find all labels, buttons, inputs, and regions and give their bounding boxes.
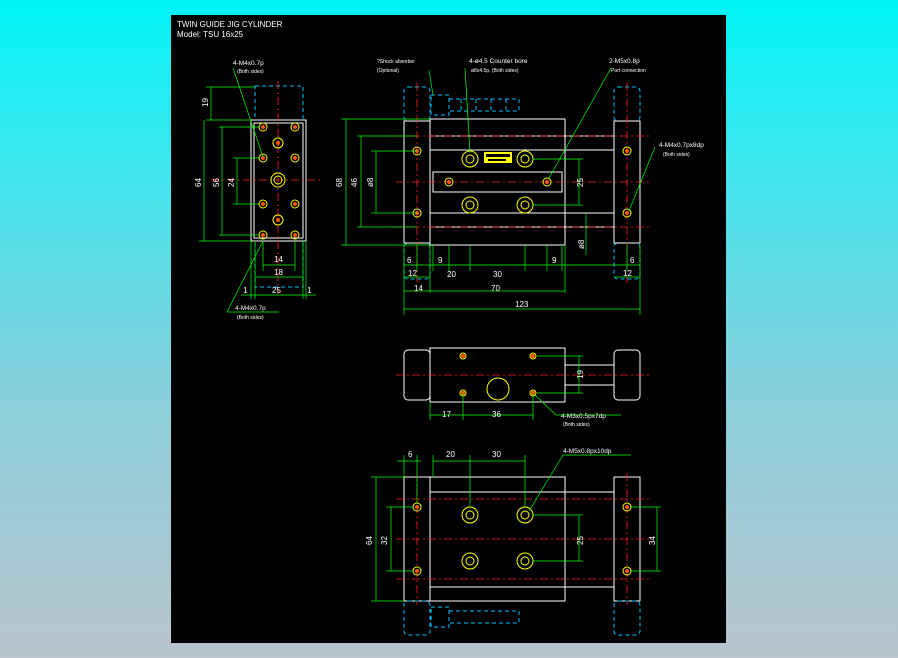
side-top-note: 4-M4x0.7p (233, 60, 264, 67)
front-note-counterbore-sub: ø8x4.5p, (Both sides) (471, 68, 519, 74)
front-dim-9b: 9 (552, 256, 557, 265)
front-dim-8dia-2: ø8 (577, 239, 586, 249)
front-dim-68: 68 (335, 178, 344, 187)
front-dim-70: 70 (491, 284, 500, 293)
side-view-hidden-top (254, 85, 304, 121)
side-bottom-note-sub: (Both sides) (237, 315, 264, 321)
side-bottom-note: 4-M4x0.7p (235, 305, 266, 312)
bottom-dim-6: 6 (408, 450, 413, 459)
bottom-dim-30: 30 (492, 450, 501, 459)
front-note-counterbore: 4-ø4.5 Counter bore (469, 58, 528, 65)
side-dim-56: 56 (212, 178, 221, 187)
side-view-inner (253, 122, 304, 239)
cad-drawing: TWIN GUIDE JIG CYLINDER Model: TSU 16x25 (177, 20, 704, 636)
side-view: 4-M4x0.7p (Both sides) 19 64 56 24 14 18… (194, 60, 321, 321)
front-dim-12b: 12 (623, 269, 632, 278)
top-view: 19 17 36 4-M3x0.5px7dp (Both sides) (396, 347, 649, 428)
top-dim-19: 19 (576, 370, 585, 379)
drawing-sheet: TWIN GUIDE JIG CYLINDER Model: TSU 16x25 (171, 15, 726, 643)
front-dim-12a: 12 (408, 269, 417, 278)
top-dim-17: 17 (442, 410, 451, 419)
front-dim-6b: 6 (630, 256, 635, 265)
top-note: 4-M3x0.5px7dp (561, 413, 606, 420)
front-note-shock-sub: (Optional) (377, 68, 399, 74)
bottom-dim-25: 25 (576, 536, 585, 545)
side-view-body (250, 119, 307, 242)
side-view-hidden-bottom (254, 240, 304, 288)
drawing-title: TWIN GUIDE JIG CYLINDER (177, 20, 283, 29)
front-dim-9a: 9 (438, 256, 443, 265)
bottom-note: 4-M5x0.8px10dp (563, 448, 612, 455)
bottom-dim-32: 32 (380, 536, 389, 545)
front-dim-14: 14 (414, 284, 423, 293)
side-dim-18: 18 (274, 268, 283, 277)
front-note-shock: ?Shock absorber (377, 59, 415, 65)
bottom-view: 6 20 30 64 32 25 34 4-M5x0.8px10dp (365, 448, 661, 636)
side-dim-14: 14 (274, 255, 283, 264)
front-dim-30: 30 (493, 270, 502, 279)
front-note-port-sub: Port connection (611, 68, 646, 74)
bottom-dim-64: 64 (365, 536, 374, 545)
front-dim-123: 123 (515, 300, 529, 309)
side-dim-25: 25 (272, 286, 281, 295)
bottom-dim-34: 34 (648, 536, 657, 545)
front-view: ?Shock absorber (Optional) 4-ø4.5 Counte… (335, 58, 704, 315)
side-dim-64: 64 (194, 178, 203, 187)
front-note-port: 2-M5x0.8p (609, 58, 640, 65)
front-note-side-sub: (Both sides) (663, 152, 690, 158)
front-note-side: 4-M4x0.7px8dp (659, 142, 704, 149)
bottom-dim-20: 20 (446, 450, 455, 459)
front-dim-8dia: ø8 (366, 177, 375, 187)
side-dim-19: 19 (201, 98, 210, 107)
front-dim-6a: 6 (407, 256, 412, 265)
front-dim-20: 20 (447, 270, 456, 279)
front-dim-25: 25 (576, 178, 585, 187)
drawing-model: Model: TSU 16x25 (177, 30, 244, 39)
nameplate (484, 152, 512, 163)
side-dim-1a: 1 (243, 286, 248, 295)
front-dim-46: 46 (350, 178, 359, 187)
side-dim-1b: 1 (307, 286, 312, 295)
side-top-note-sub: (Both sides) (237, 69, 264, 75)
top-dim-36: 36 (492, 410, 501, 419)
side-dim-24: 24 (227, 178, 236, 187)
top-note-sub: (Both sides) (563, 422, 590, 428)
